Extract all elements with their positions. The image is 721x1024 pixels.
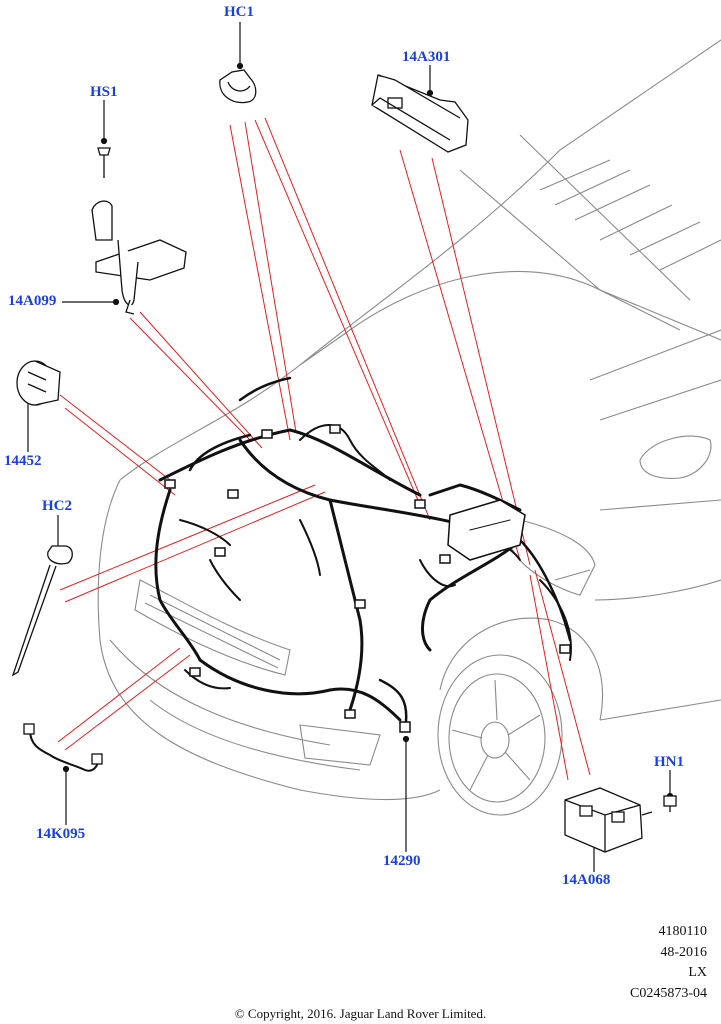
main-harness [154, 376, 572, 733]
reference-number: 4180110 [658, 924, 707, 939]
reference-date: 48-2016 [660, 945, 707, 960]
callout-14k095[interactable]: 14K095 [36, 826, 86, 842]
reference-code: C0245873-04 [630, 986, 707, 1001]
callout-14452[interactable]: 14452 [4, 453, 42, 469]
clip-hc1-part [219, 69, 257, 104]
module-14a301-part [371, 74, 469, 153]
callout-hs1[interactable]: HS1 [90, 84, 118, 100]
callout-14a099[interactable]: 14A099 [8, 293, 57, 309]
callout-14290[interactable]: 14290 [383, 853, 421, 869]
parts [11, 69, 677, 853]
cable-tie-hc2-part [11, 545, 73, 677]
callout-hc1[interactable]: HC1 [224, 4, 254, 20]
leader-lines [57, 117, 591, 781]
bracket-14a099-part [91, 200, 187, 315]
vehicle-body [97, 39, 721, 816]
nut-hn1-part [663, 795, 677, 812]
grommet-14452-part [16, 360, 61, 406]
harness-14k095-part [23, 723, 103, 772]
callout-hc2[interactable]: HC2 [42, 498, 72, 514]
copyright-notice: © Copyright, 2016. Jaguar Land Rover Lim… [234, 1006, 487, 1021]
fuse-box-14a068-part [564, 787, 653, 853]
reference-model: LX [688, 965, 707, 980]
bolt-hs1-part [97, 147, 111, 178]
callout-stems [24, 22, 674, 872]
callout-14a068[interactable]: 14A068 [562, 872, 611, 888]
callout-hn1[interactable]: HN1 [654, 754, 684, 770]
callout-14a301[interactable]: 14A301 [402, 49, 451, 65]
